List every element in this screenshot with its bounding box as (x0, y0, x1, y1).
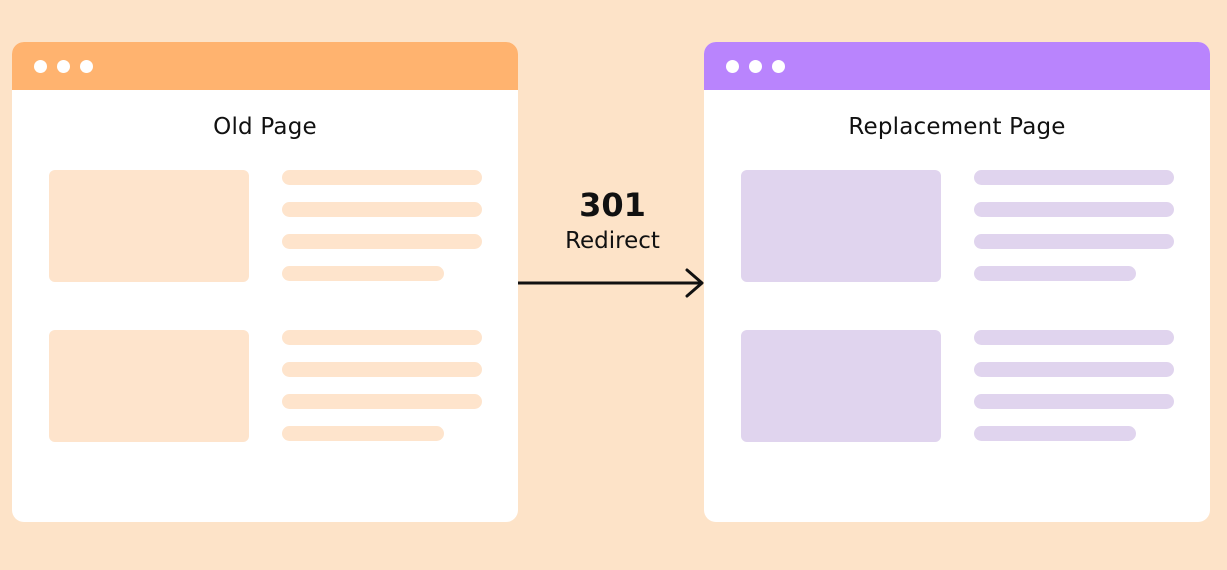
text-line-placeholder (282, 234, 482, 249)
right-arrow-icon (518, 268, 704, 298)
window-controls (726, 60, 785, 73)
text-line-placeholder (974, 426, 1136, 441)
image-placeholder (49, 330, 249, 442)
redirect-status-code: 301 (579, 186, 646, 224)
replacement-page-titlebar (704, 42, 1210, 90)
window-dot-icon (749, 60, 762, 73)
text-line-placeholder (974, 394, 1174, 409)
old-page-window: Old Page (12, 42, 518, 522)
window-controls (34, 60, 93, 73)
replacement-page-title: Replacement Page (848, 114, 1066, 140)
old-page-titlebar (12, 42, 518, 90)
text-line-placeholder (282, 266, 444, 281)
text-line-placeholder (974, 266, 1136, 281)
text-line-placeholder (282, 330, 482, 345)
text-line-placeholder (974, 234, 1174, 249)
window-dot-icon (772, 60, 785, 73)
image-placeholder (49, 170, 249, 282)
replacement-page-window: Replacement Page (704, 42, 1210, 522)
window-dot-icon (80, 60, 93, 73)
text-line-placeholder (282, 394, 482, 409)
image-placeholder (741, 170, 941, 282)
text-line-placeholder (282, 170, 482, 185)
window-dot-icon (34, 60, 47, 73)
redirect-label: Redirect (565, 228, 660, 254)
window-dot-icon (57, 60, 70, 73)
old-page-title: Old Page (213, 114, 317, 140)
text-line-placeholder (974, 202, 1174, 217)
text-line-placeholder (974, 362, 1174, 377)
text-line-placeholder (282, 202, 482, 217)
image-placeholder (741, 330, 941, 442)
text-line-placeholder (974, 170, 1174, 185)
text-line-placeholder (282, 426, 444, 441)
window-dot-icon (726, 60, 739, 73)
text-line-placeholder (282, 362, 482, 377)
text-line-placeholder (974, 330, 1174, 345)
